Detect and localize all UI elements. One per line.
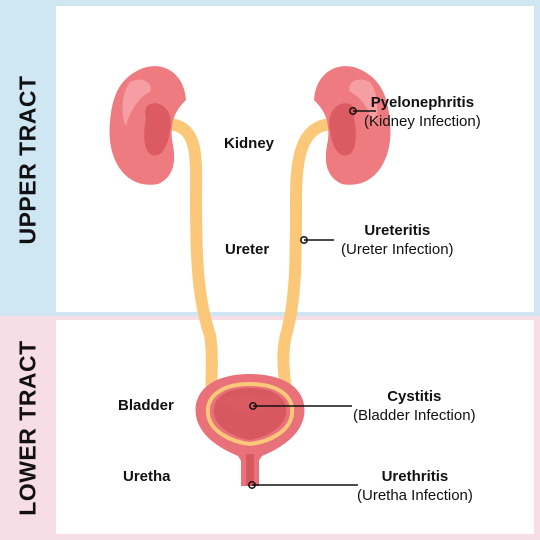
- right-kidney-pelvis: [329, 103, 356, 156]
- infection-label-cystitis: Cystitis (Bladder Infection): [353, 387, 476, 425]
- left-ureter: [160, 118, 218, 404]
- urethra: [241, 454, 259, 486]
- pointer-dot-urethritis: [248, 481, 256, 489]
- ureter-label: Ureter: [225, 241, 270, 258]
- infection-title: Pyelonephritis: [370, 94, 475, 111]
- bladder: [195, 374, 305, 462]
- urethra-lumen: [246, 454, 254, 486]
- left-kidney-pelvis: [144, 103, 171, 156]
- pointers: [248, 107, 376, 489]
- right-kidney: [314, 66, 391, 185]
- right-kidney-highlight: [349, 79, 378, 126]
- ureters: [160, 118, 340, 404]
- bladder-label: Bladder: [118, 397, 174, 414]
- infection-subtitle: (Uretha Infection): [357, 487, 473, 504]
- infection-label-urethritis: Urethritis (Uretha Infection): [357, 467, 473, 505]
- infection-title: Urethritis: [381, 468, 449, 485]
- pointer-dot-ureteritis: [300, 236, 308, 244]
- infection-label-pyelonephritis: Pyelonephritis (Kidney Infection): [364, 93, 481, 131]
- pointer-dot-cystitis: [249, 402, 257, 410]
- infection-subtitle: (Bladder Infection): [353, 407, 476, 424]
- infection-subtitle: (Ureter Infection): [341, 241, 454, 258]
- bladder-ureter-rim: [205, 381, 295, 447]
- left-kidney-highlight: [122, 79, 151, 126]
- kidney-label: Kidney: [224, 135, 275, 152]
- pointer-dot-pyelonephritis: [349, 107, 357, 115]
- right-ureter: [277, 118, 340, 404]
- infection-subtitle: (Kidney Infection): [364, 113, 481, 130]
- infection-title: Cystitis: [387, 388, 442, 405]
- infection-title: Ureteritis: [364, 222, 431, 239]
- left-kidney: [109, 66, 186, 185]
- urethra-label: Uretha: [123, 468, 171, 485]
- infection-label-ureteritis: Ureteritis (Ureter Infection): [341, 221, 454, 259]
